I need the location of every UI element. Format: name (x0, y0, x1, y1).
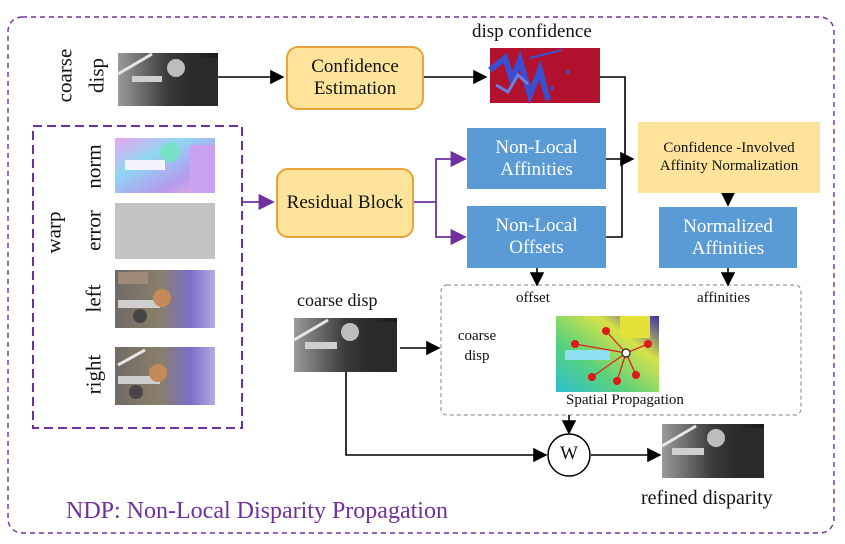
disp-label: disp (84, 58, 109, 94)
refined-disparity-label: refined disparity (641, 487, 773, 509)
non-local-affinities-label: Non-Local Affinities (495, 136, 578, 180)
propagation-region (440, 284, 802, 416)
norm-thumbnail (115, 138, 215, 193)
coarse-disp-middle-thumbnail (293, 318, 397, 372)
diagram-title: NDP: Non-Local Disparity Propagation (66, 498, 448, 524)
error-label: error (81, 210, 106, 251)
normalized-affinities-label: Normalized Affinities (683, 215, 773, 259)
norm-label: norm (81, 144, 106, 189)
coarse-disp-label: coarse disp (297, 290, 378, 310)
outer-frame (7, 16, 835, 534)
disp-confidence-thumbnail (488, 48, 600, 105)
arrow-confidence-down (600, 76, 626, 159)
confidence-estimation-label: Confidence Estimation (311, 56, 399, 99)
confidence-involved-normalization-box: Confidence -Involved Affinity Normalizat… (638, 122, 820, 193)
arrow-coarse-to-w (345, 372, 548, 463)
residual-block-box: Residual Block (276, 168, 414, 238)
weight-symbol: W (560, 443, 578, 464)
non-local-offsets-label: Non-Local Offsets (495, 215, 578, 258)
right-thumbnail (115, 347, 215, 405)
disp-confidence-label: disp confidence (472, 21, 592, 42)
residual-block-label: Residual Block (286, 192, 404, 214)
arrow-residual-to-affinities (412, 150, 467, 203)
offset-label: offset (516, 290, 550, 306)
inner-coarse-disp-label: coarse disp (457, 328, 497, 365)
confidence-estimation-box: Confidence Estimation (286, 46, 424, 110)
non-local-offsets-box: Non-Local Offsets (467, 206, 606, 268)
normalized-affinities-box: Normalized Affinities (659, 207, 797, 268)
arrow-residual-to-offsets (435, 202, 467, 246)
spatial-propagation-label: Spatial Propagation (566, 392, 684, 408)
left-thumbnail (115, 270, 215, 328)
non-local-affinities-box: Non-Local Affinities (467, 128, 606, 189)
error-thumbnail (115, 203, 215, 259)
warp-group-frame (32, 125, 243, 429)
arrow-offsets-up (606, 159, 623, 238)
confidence-involved-normalization-label: Confidence -Involved Affinity Normalizat… (659, 140, 799, 174)
spatial-propagation-image (556, 316, 659, 392)
coarse-label: coarse (52, 48, 77, 103)
weight-node (547, 433, 591, 477)
left-label: left (81, 284, 106, 313)
warp-label: warp (41, 211, 66, 254)
affinities-label: affinities (697, 290, 751, 306)
coarse-disp-thumbnail (117, 52, 218, 106)
refined-disparity-thumbnail (661, 424, 764, 478)
right-label: right (81, 354, 106, 395)
